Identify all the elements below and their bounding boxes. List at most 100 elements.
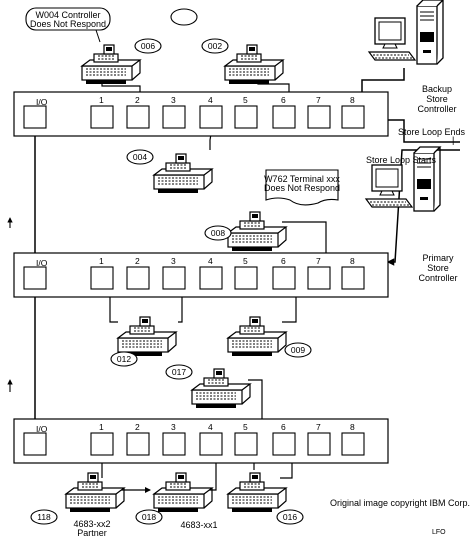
port-box-4 — [199, 266, 223, 290]
terminal-id-oval — [30, 509, 58, 525]
port-box-4 — [199, 432, 223, 456]
port-box-2 — [126, 432, 150, 456]
port-label-4: 4 — [208, 256, 213, 266]
port-label-1: 1 — [99, 422, 104, 432]
corner-mark: LFO — [432, 529, 446, 536]
port-label-1: 1 — [99, 95, 104, 105]
partner-model-label: Partner — [77, 528, 107, 538]
terminal-018 — [153, 472, 213, 513]
note-w004-pointer — [95, 29, 101, 43]
port-label-6: 6 — [281, 95, 286, 105]
terminal-id-018: 018 — [142, 512, 156, 522]
note-w004 — [25, 7, 111, 31]
terminal-016 — [227, 472, 287, 513]
port-box-1 — [90, 105, 114, 129]
store-loop-ends-label: Store Loop Ends — [398, 127, 466, 137]
top-oval — [170, 8, 198, 26]
note-w004-text: Does Not Respond — [30, 19, 106, 29]
port-box-6 — [272, 105, 296, 129]
terminal-model-label: 4683-xx1 — [180, 520, 217, 530]
port-label-2: 2 — [135, 95, 140, 105]
terminal-id-012: 012 — [117, 354, 131, 364]
partner-model-label: 4683-xx2 — [73, 519, 110, 529]
port-label-2: 2 — [135, 422, 140, 432]
port-box-8 — [341, 105, 365, 129]
terminal-id-004: 004 — [133, 152, 147, 162]
terminal-id-oval — [201, 38, 229, 54]
note-w762-text: Does Not Respond — [264, 183, 340, 193]
port-box-3 — [162, 266, 186, 290]
port-box-7 — [307, 432, 331, 456]
note-w762 — [265, 169, 339, 206]
port-label-1: 1 — [99, 256, 104, 266]
port-label-5: 5 — [243, 256, 248, 266]
port-box-7 — [307, 266, 331, 290]
port-label-6: 6 — [281, 256, 286, 266]
port-box-6 — [272, 432, 296, 456]
store-loop-end-link — [388, 119, 460, 143]
port-box-2 — [126, 266, 150, 290]
port-box-2 — [126, 105, 150, 129]
port-label-4: 4 — [208, 422, 213, 432]
port-label-8: 8 — [350, 256, 355, 266]
terminal-id-oval — [126, 149, 154, 165]
port-label-7: 7 — [316, 256, 321, 266]
port-label-6: 6 — [281, 422, 286, 432]
port-label-7: 7 — [316, 422, 321, 432]
primary-controller-label: Primary — [423, 253, 454, 263]
backup-controller-label: Store — [426, 94, 448, 104]
port-label-4: 4 — [208, 95, 213, 105]
terminal-009 — [227, 316, 287, 357]
port-label-5: 5 — [243, 95, 248, 105]
port-label-8: 8 — [350, 422, 355, 432]
port-box-5 — [234, 266, 258, 290]
terminal-id-008: 008 — [211, 228, 225, 238]
terminal-id-118: 118 — [37, 512, 51, 522]
io-port-box — [23, 266, 47, 290]
terminal-id-oval — [110, 351, 138, 367]
terminal-017-wire — [248, 379, 265, 434]
terminal-id-oval — [276, 509, 304, 525]
port-box-7 — [307, 105, 331, 129]
terminal-id-oval — [284, 342, 312, 358]
terminal-id-oval — [165, 364, 193, 380]
io-port-label: I/O — [36, 97, 48, 107]
terminal-id-009: 009 — [291, 345, 305, 355]
terminal-002 — [224, 44, 284, 85]
backup-store-controller — [368, 0, 444, 65]
port-box-6 — [272, 266, 296, 290]
terminal-id-oval — [135, 509, 163, 525]
backup-controller-label: Backup — [422, 84, 452, 94]
terminal-012 — [117, 316, 177, 357]
primary-controller-label: Store — [427, 263, 449, 273]
port-label-7: 7 — [316, 95, 321, 105]
io-port-box — [23, 105, 47, 129]
port-box-5 — [234, 105, 258, 129]
port-label-3: 3 — [171, 422, 176, 432]
backup-controller-label: Controller — [417, 104, 456, 114]
terminal-008 — [227, 211, 287, 252]
port-label-3: 3 — [171, 95, 176, 105]
port-box-1 — [90, 266, 114, 290]
port-box-4 — [199, 105, 223, 129]
port-label-2: 2 — [135, 256, 140, 266]
io-port-label: I/O — [36, 258, 48, 268]
port-label-5: 5 — [243, 422, 248, 432]
port-box-8 — [341, 432, 365, 456]
terminal-id-oval — [134, 38, 162, 54]
terminal-118 — [65, 472, 125, 513]
note-w762-text: W762 Terminal xxx — [264, 174, 340, 184]
terminal-017 — [191, 368, 251, 409]
port-label-8: 8 — [350, 95, 355, 105]
terminal-008-wire — [282, 221, 329, 268]
store-loop-starts-label: Store Loop Starts — [366, 155, 437, 165]
port-box-5 — [234, 432, 258, 456]
io-port-box — [23, 432, 47, 456]
port-box-8 — [341, 266, 365, 290]
port-box-3 — [162, 432, 186, 456]
terminal-id-016: 016 — [283, 512, 297, 522]
loop-end-tick: | — [452, 135, 454, 145]
io-port-label: I/O — [36, 424, 48, 434]
